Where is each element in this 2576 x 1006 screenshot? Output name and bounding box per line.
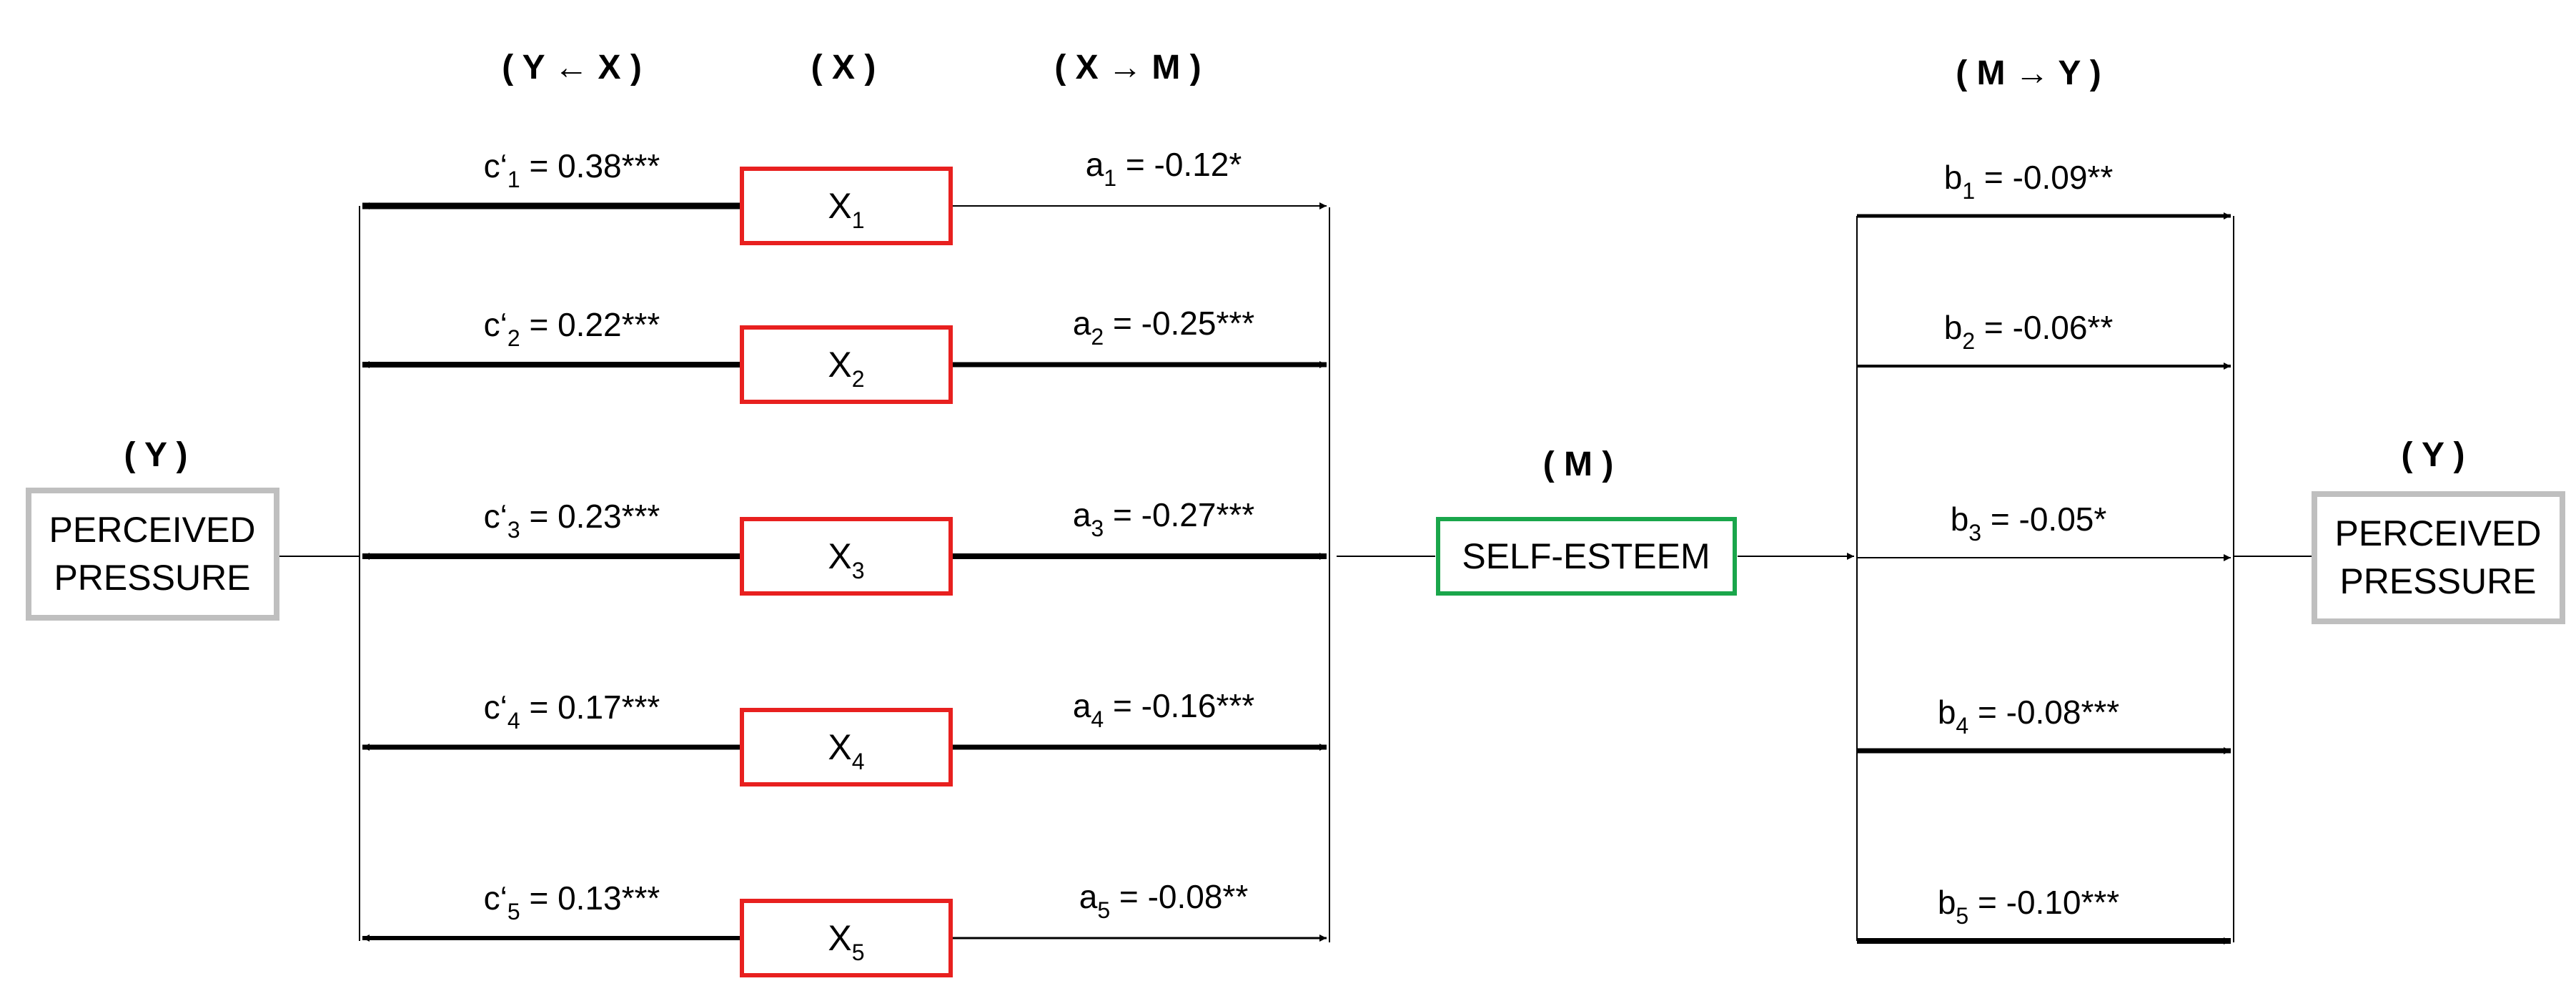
label-a-5: a5 = -0.08** [1079, 878, 1249, 923]
label-b-2: b2 = -0.06** [1944, 309, 2114, 354]
label-a-1: a1 = -0.12* [1086, 146, 1242, 191]
predictor-box-3 [740, 517, 953, 596]
mediator-box [1436, 517, 1737, 596]
predictor-label-2: X2 [828, 345, 864, 392]
label-b-3: b3 = -0.05* [1951, 500, 2107, 546]
header-y-right: ( Y ) [2402, 436, 2465, 474]
predictor-box-4 [740, 708, 953, 786]
outcome-left-line2: PRESSURE [54, 558, 250, 598]
label-b-5: b5 = -0.10*** [1938, 884, 2119, 929]
label-a-3: a3 = -0.27*** [1073, 496, 1254, 541]
label-c-prime-3: c‘3 = 0.23*** [484, 498, 660, 543]
label-c-prime-2: c‘2 = 0.22*** [484, 306, 660, 351]
outcome-box-left [26, 488, 279, 621]
predictor-label-3: X3 [828, 536, 864, 583]
predictor-box-2 [740, 325, 953, 404]
predictor-box-5 [740, 899, 953, 977]
predictor-box-1 [740, 167, 953, 245]
predictor-label-4: X4 [828, 727, 864, 774]
header-x-to-m: ( X → M ) [1054, 49, 1201, 87]
header-x: ( X ) [811, 49, 876, 87]
outcome-right-line1: PERCEIVED [2335, 513, 2542, 553]
header-m-to-y: ( M → Y ) [1956, 54, 2101, 92]
label-b-1: b1 = -0.09** [1944, 159, 2114, 204]
header-y-from-x: ( Y ← X ) [502, 49, 642, 87]
label-a-2: a2 = -0.25*** [1073, 305, 1254, 350]
label-b-4: b4 = -0.08*** [1938, 694, 2119, 739]
label-c-prime-4: c‘4 = 0.17*** [484, 689, 660, 734]
label-c-prime-1: c‘1 = 0.38*** [484, 147, 660, 192]
mediator-label: SELF-ESTEEM [1462, 536, 1710, 576]
outcome-left-line1: PERCEIVED [49, 510, 256, 550]
outcome-box-right [2312, 491, 2565, 624]
predictor-label-5: X5 [828, 918, 864, 965]
predictor-label-1: X1 [828, 186, 864, 233]
label-a-4: a4 = -0.16*** [1073, 687, 1254, 732]
path-rows: X1 c‘1 = 0.38*** a1 = -0.12* b1 = -0.09** X2… [362, 146, 2231, 977]
header-m: ( M ) [1543, 445, 1614, 483]
header-y-left: ( Y ) [124, 436, 188, 474]
label-c-prime-5: c‘5 = 0.13*** [484, 879, 660, 924]
outcome-right-line2: PRESSURE [2339, 561, 2536, 601]
